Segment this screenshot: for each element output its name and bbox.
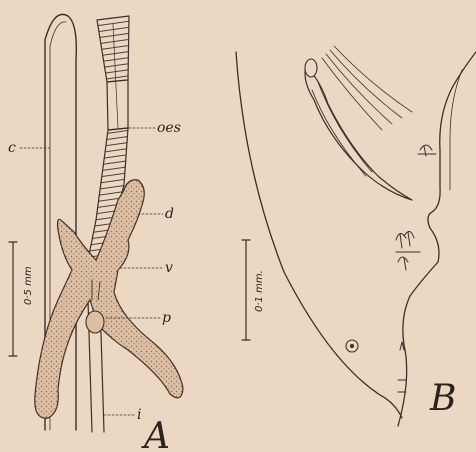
scale-bar-b: 0·1 mm.	[242, 240, 265, 340]
panel-letter-a: A	[141, 416, 170, 452]
scale-bar-a: 0·5 mm	[9, 242, 34, 356]
spicule	[305, 46, 412, 200]
body-outline-b	[236, 52, 476, 426]
deirid	[346, 340, 358, 352]
scale-label-a: 0·5 mm	[23, 266, 34, 305]
label-i: i	[137, 407, 141, 423]
papillae	[396, 145, 436, 392]
panel-b: 0·1 mm. B	[236, 46, 476, 426]
label-v: v	[165, 260, 173, 276]
label-d: d	[165, 206, 174, 222]
label-p: p	[162, 310, 171, 326]
scale-label-b: 0·1 mm.	[254, 270, 265, 312]
label-oes: oes	[157, 120, 181, 136]
panel-letter-b: B	[429, 378, 456, 419]
panel-a: c oes d v p i 0·5 mm A	[8, 14, 183, 452]
label-c: c	[8, 140, 16, 156]
